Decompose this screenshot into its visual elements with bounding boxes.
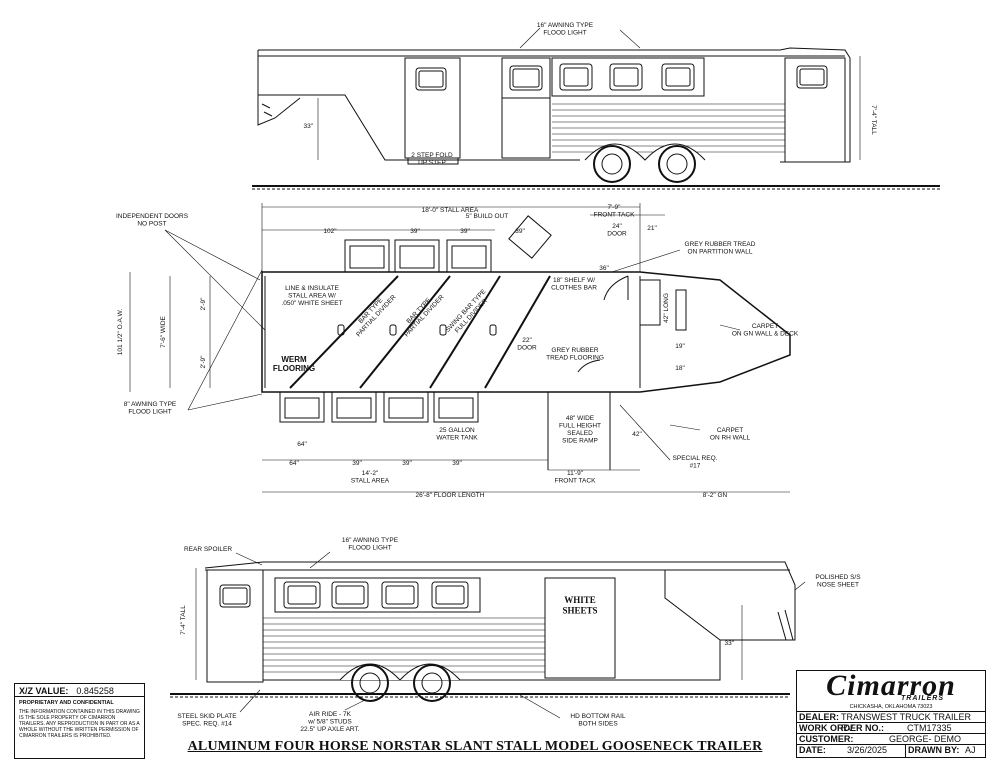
dealer-label: DEALER:	[799, 712, 839, 722]
saddle-rack: 18" SHELF W/CLOTHES BAR	[551, 277, 597, 291]
date-value: 3/26/2025	[847, 745, 888, 755]
drawing-title: ALUMINUM FOUR HORSE NORSTAR SLANT STALL …	[187, 739, 763, 754]
xz-value: 0.845258	[76, 686, 114, 696]
date-row: DATE: 3/26/2025 DRAWN BY: AJ	[797, 744, 985, 758]
logo-subtext: TRAILERS	[901, 695, 944, 702]
drawn-by-value: AJ	[965, 745, 976, 755]
long-42: 42" LONG	[663, 293, 670, 323]
dim-39f: 39"	[452, 460, 462, 467]
proprietary-body: THE INFORMATION CONTAINED IN THIS DRAWIN…	[19, 709, 140, 739]
drawn-by-label: DRAWN BY:	[908, 745, 960, 755]
dim-19: 19"	[675, 343, 685, 350]
door-24: 24"DOOR	[607, 223, 627, 237]
stall-area-bottom: 14'-2"STALL AREA	[351, 470, 390, 484]
cimarron-logo: Cimarron	[797, 671, 985, 705]
oaw: 101 1/2" O.A.W.	[117, 309, 124, 356]
top-height-label: 7'-4" TALL	[870, 105, 877, 135]
dim-18: 18"	[675, 365, 685, 372]
divider-2: BAR TYPEPARTIAL DIVIDER	[398, 288, 446, 338]
dim-29b: 2'-9"	[200, 355, 207, 369]
rear-spoiler: REAR SPOILER	[184, 546, 232, 553]
customer-value: GEORGE- DEMO	[889, 734, 962, 744]
floor-length: 26'-8" FLOOR LENGTH	[416, 492, 485, 499]
build-out: 5" BUILD OUT	[466, 213, 508, 220]
divider-3: SWING BAR TYPEFULL DIVIDER	[444, 288, 493, 339]
top-gn-height: 33"	[303, 123, 313, 130]
xz-value-box: X/Z VALUE: 0.845258	[14, 683, 145, 697]
top-side-view	[252, 27, 940, 190]
dim-64: 64"	[289, 460, 299, 467]
dim-42: 42"	[632, 431, 642, 438]
title-block: Cimarron TRAILERS CHICKASHA, OKLAHOMA 73…	[796, 670, 986, 758]
gn-length: 8'-2" GN	[703, 492, 728, 499]
front-tack-top: 7'-9"FRONT TACK	[594, 204, 635, 218]
divider-1: BAR TYPEPARTIAL DIVIDER	[350, 288, 398, 338]
dim-102: 102"	[323, 228, 337, 235]
special-req-17: SPECIAL REQ.#17	[673, 455, 718, 469]
front-tack-bottom: 11'-9"FRONT TACK	[555, 470, 596, 484]
customer-row: CUSTOMER: GEORGE- DEMO	[797, 733, 985, 745]
work-order-label: WORK ORDER NO.:	[799, 723, 884, 733]
dim-64-box: 64"	[297, 441, 307, 448]
bottom-height-label: 7'-4" TALL	[180, 605, 187, 635]
dim-29a: 2'-9"	[200, 297, 207, 311]
dim-21: 21"	[647, 225, 657, 232]
dim-36: 36"	[599, 265, 609, 272]
proprietary-heading: PROPRIETARY AND CONFIDENTIAL	[19, 700, 114, 706]
dim-39d: 39"	[352, 460, 362, 467]
bottom-side-view	[170, 551, 806, 719]
date-label: DATE:	[799, 745, 826, 755]
plan-view	[129, 203, 791, 493]
dim-39c: 39"	[515, 228, 525, 235]
customer-label: CUSTOMER:	[799, 734, 854, 744]
work-order-row: WORK ORDER NO.: CTM17335	[797, 722, 985, 734]
work-order-value: CTM17335	[907, 723, 952, 733]
dim-39a: 39"	[410, 228, 420, 235]
stall-area-top: 18'-0" STALL AREA	[422, 207, 479, 214]
wide-76: 7'-6" WIDE	[160, 315, 167, 347]
xz-label: X/Z VALUE:	[19, 686, 69, 696]
dim-39e: 39"	[402, 460, 412, 467]
dealer-value: TRANSWEST TRUCK TRAILER RV	[841, 712, 972, 733]
logo-text: Cimarron	[826, 669, 956, 702]
dim-39b: 39"	[460, 228, 470, 235]
proprietary-box: PROPRIETARY AND CONFIDENTIAL THE INFORMA…	[14, 697, 145, 759]
location: CHICKASHA, OKLAHOMA 73023	[849, 704, 933, 710]
door-22: 22"DOOR	[517, 337, 537, 351]
bottom-gn-height: 33"	[724, 640, 734, 647]
dealer-row: DEALER: TRANSWEST TRUCK TRAILER RV	[797, 711, 985, 733]
